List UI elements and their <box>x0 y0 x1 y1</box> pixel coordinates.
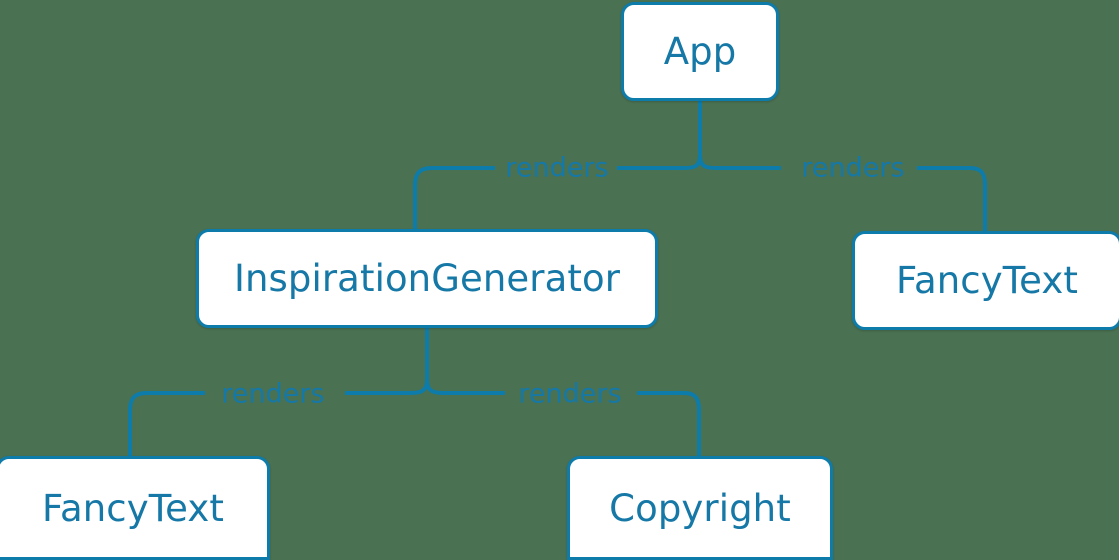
node-fancytext-right[interactable]: FancyText <box>852 231 1119 330</box>
node-fancytext-left[interactable]: FancyText <box>0 456 270 560</box>
node-app[interactable]: App <box>621 2 779 101</box>
node-app-label: App <box>663 30 737 73</box>
node-fancytext-right-label: FancyText <box>896 259 1078 302</box>
edge-label-app-to-fancytext-right: renders <box>801 152 905 184</box>
node-copyright[interactable]: Copyright <box>567 456 833 560</box>
node-copyright-label: Copyright <box>609 486 791 530</box>
edge-inspgen-to-copyright <box>425 379 701 456</box>
node-inspirationgenerator-label: InspirationGenerator <box>233 257 621 300</box>
edge-label-app-to-inspgen: renders <box>505 152 609 184</box>
node-fancytext-left-label: FancyText <box>42 486 224 530</box>
edge-label-inspgen-to-copyright: renders <box>518 378 622 410</box>
node-inspirationgenerator[interactable]: InspirationGenerator <box>196 229 658 328</box>
edge-app-to-fancytext-right <box>698 154 987 231</box>
edge-label-inspgen-to-fancytext-left: renders <box>221 378 325 410</box>
